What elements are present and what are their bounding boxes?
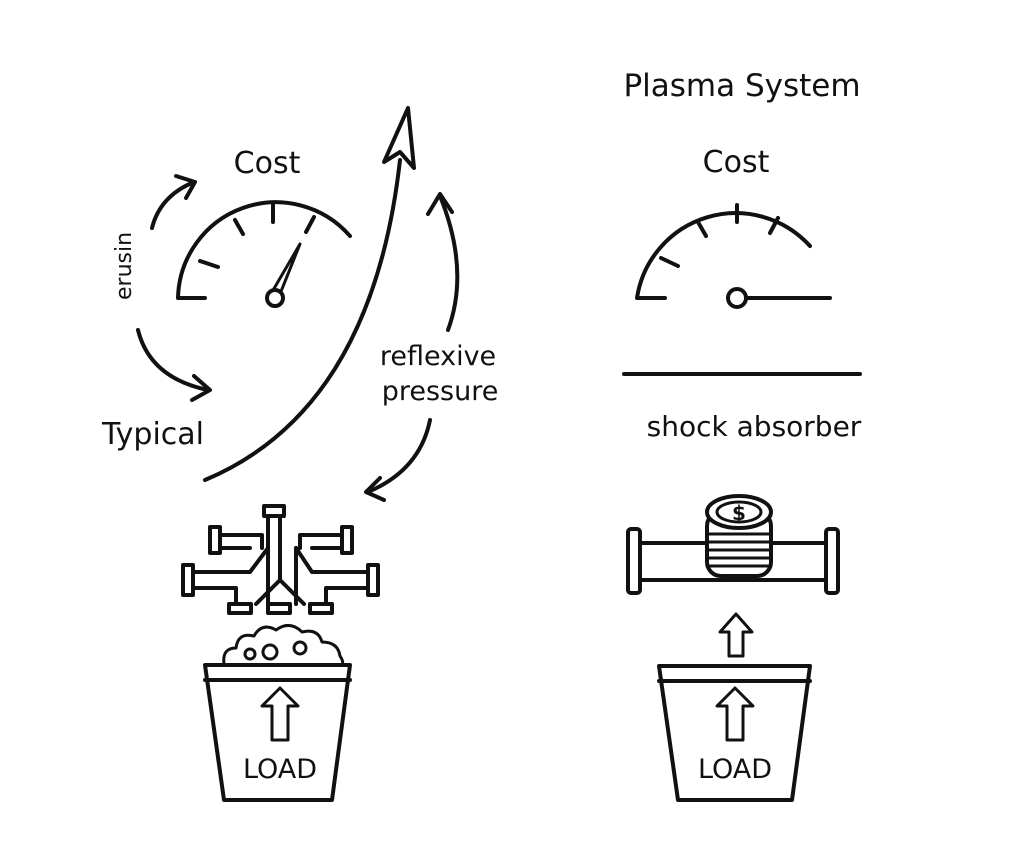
left-bucket-outline xyxy=(203,663,352,802)
left-panel: Cost erusin Typical reflexive pressure xyxy=(101,106,499,802)
left-gauge-arc xyxy=(176,200,352,300)
manifold-left-lower-flange xyxy=(181,563,195,597)
left-cost-gauge xyxy=(176,200,352,308)
manifold-top-cap xyxy=(262,504,286,518)
right-load-bucket: LOAD xyxy=(657,664,812,802)
manifold-outlet xyxy=(266,602,292,615)
right-pipe-left-flange xyxy=(626,527,642,595)
right-up-arrow-icon xyxy=(715,686,755,742)
right-gauge-tick xyxy=(659,256,680,268)
overflow-foam xyxy=(222,624,345,666)
left-gauge-label: Cost xyxy=(234,146,301,181)
manifold-right-lower-flange xyxy=(366,563,380,597)
left-load-bucket: LOAD xyxy=(203,663,352,802)
pressure-label-line2: pressure xyxy=(382,376,499,407)
foam-bubble xyxy=(261,643,279,661)
left-gauge-needle xyxy=(270,242,302,296)
manifold-branches xyxy=(254,546,306,606)
right-title: Plasma System xyxy=(623,68,860,104)
right-cost-gauge xyxy=(635,203,832,309)
right-gauge-tick xyxy=(696,220,708,238)
pressure-arrow-upper xyxy=(438,194,460,332)
pressure-label-line1: reflexive xyxy=(380,341,496,372)
right-panel: Plasma System Cost shock absorber xyxy=(622,68,862,802)
left-gauge-pivot xyxy=(265,288,285,308)
right-gauge-arc xyxy=(635,211,812,300)
pressure-arrow-lower xyxy=(366,418,432,494)
absorber-label: shock absorber xyxy=(647,410,862,443)
manifold-outlet xyxy=(308,602,334,615)
coin-top-inner xyxy=(715,500,763,524)
left-arrowhead-top xyxy=(174,174,197,200)
manifold-right-upper-pipe xyxy=(298,533,344,550)
left-curve-arrow-bottom xyxy=(136,328,210,392)
right-pipe-with-coins: $ xyxy=(626,494,840,595)
left-arrowhead-bottom xyxy=(190,374,212,402)
foam-bubble xyxy=(243,647,257,661)
right-bucket-outline xyxy=(657,664,812,802)
right-gauge-pivot xyxy=(726,287,748,309)
manifold-right-lower-pipe xyxy=(294,546,370,606)
left-up-arrow-icon xyxy=(260,686,300,742)
pressure-arrowhead-bottom xyxy=(364,476,386,502)
left-gauge-tick xyxy=(198,259,220,269)
left-side-label: erusin xyxy=(112,232,137,300)
left-load-label: LOAD xyxy=(243,754,317,785)
big-up-arrow xyxy=(203,158,402,482)
foam-bubble xyxy=(292,640,308,656)
right-gauge-tick xyxy=(768,216,780,235)
pipe-manifold xyxy=(181,504,380,615)
right-pipe-right-flange xyxy=(824,527,840,595)
manifold-right-upper-flange xyxy=(340,525,354,555)
dollar-symbol: $ xyxy=(732,501,746,525)
left-gauge-tick xyxy=(304,215,316,234)
left-gauge-tick xyxy=(233,218,245,236)
pressure-arrowhead-top xyxy=(426,192,454,216)
manifold-left-lower-pipe xyxy=(191,546,270,606)
left-curve-arrow-top xyxy=(150,180,196,230)
right-gauge-label: Cost xyxy=(703,145,770,180)
left-bottom-label: Typical xyxy=(101,417,204,452)
right-middle-up-arrow-icon xyxy=(718,612,754,658)
coin-stack-icon: $ xyxy=(705,494,773,578)
manifold-left-upper-pipe xyxy=(218,533,264,550)
right-load-label: LOAD xyxy=(698,754,772,785)
manifold-outlet xyxy=(227,602,253,615)
manifold-left-upper-flange xyxy=(208,525,222,555)
big-up-arrowhead xyxy=(382,106,416,170)
